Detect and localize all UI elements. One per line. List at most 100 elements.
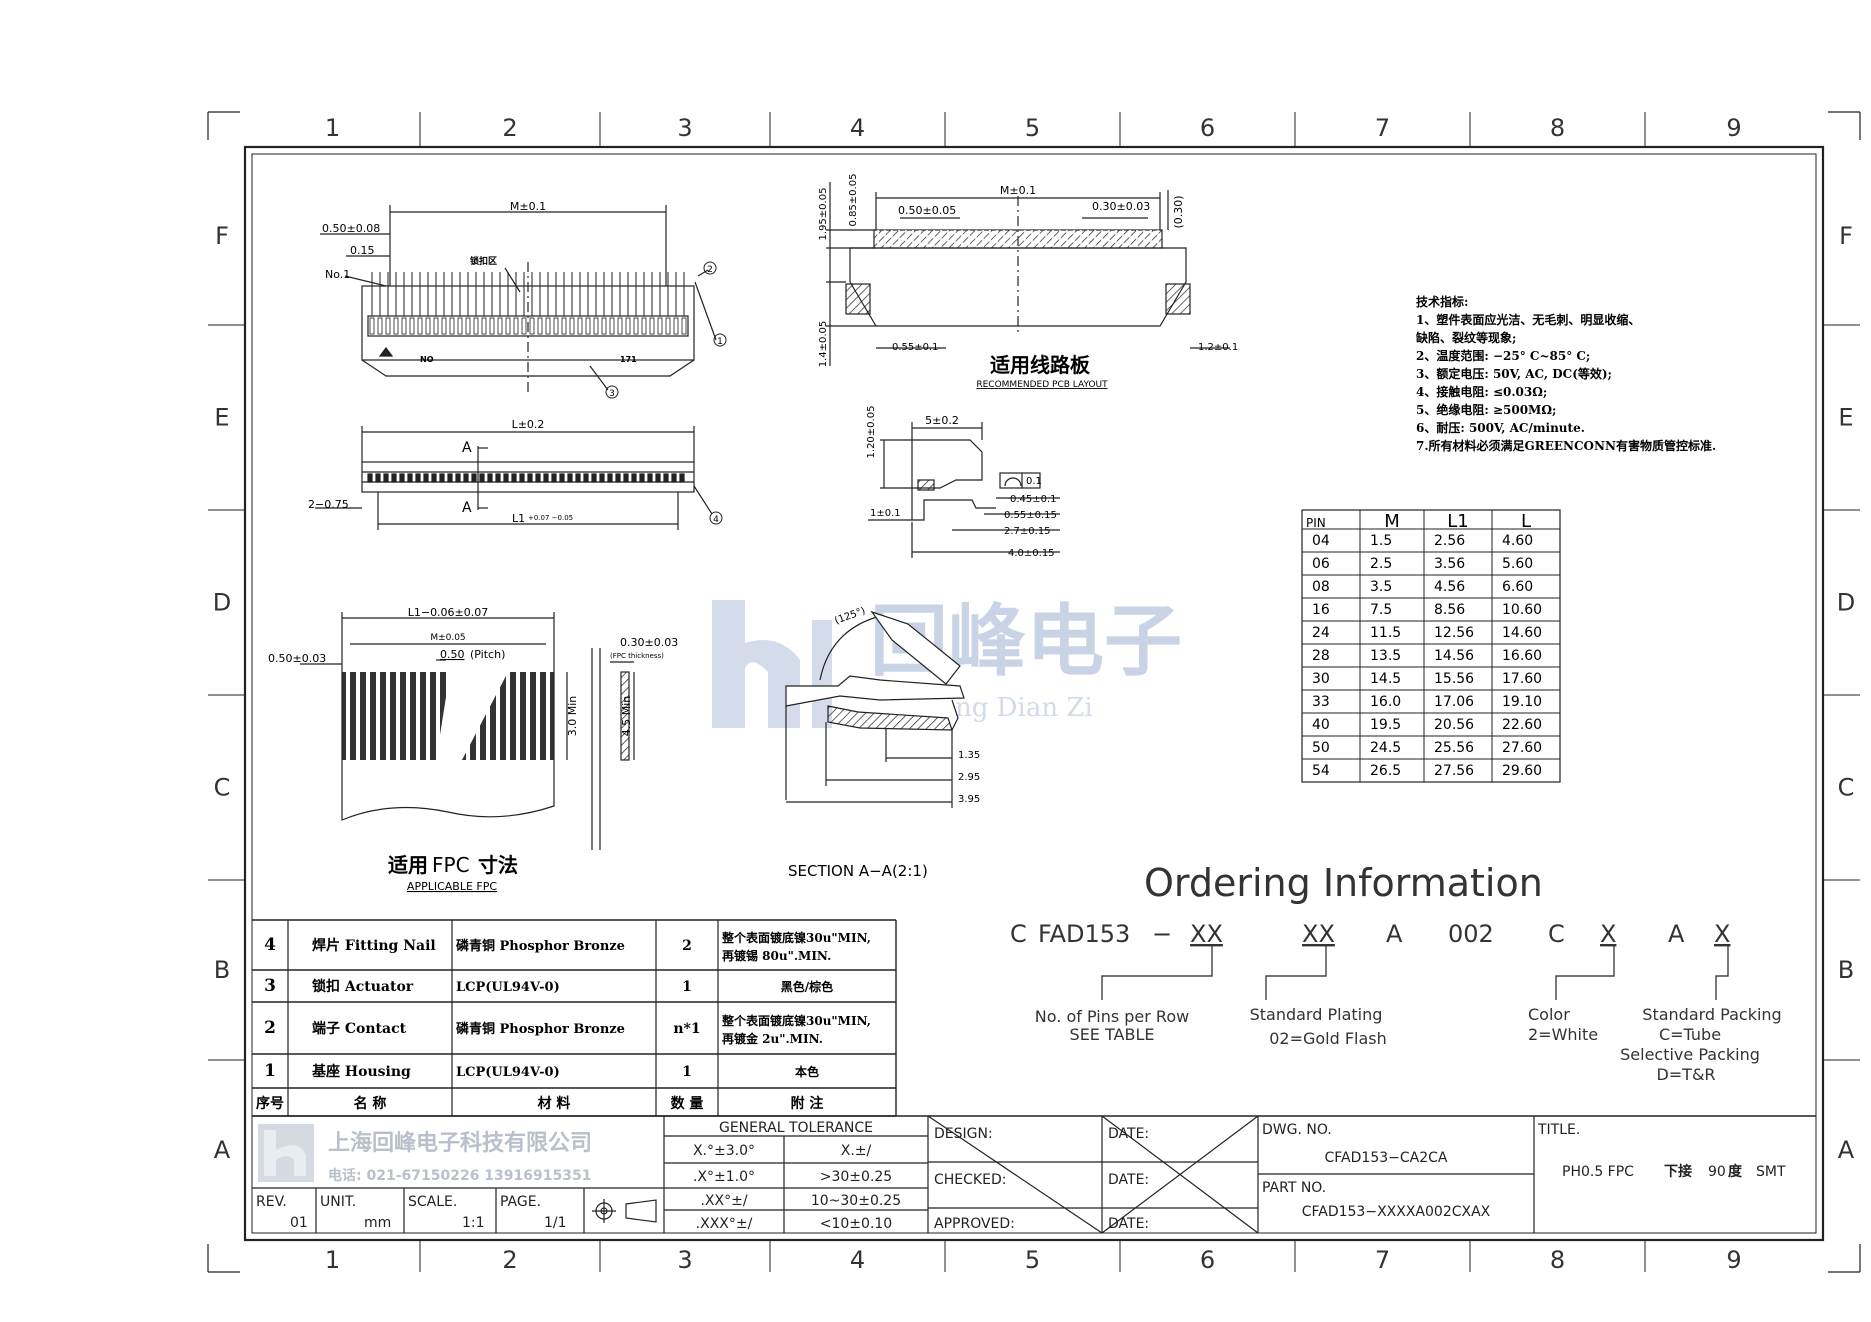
column-marker-bot-7: 7 (1375, 1246, 1390, 1274)
fpc-dim-edge: 0.50±0.03 (268, 652, 326, 665)
column-marker-bot-5: 5 (1025, 1246, 1040, 1274)
pin-table-cell: 10.60 (1502, 602, 1542, 618)
order-code-segment: A (1386, 920, 1403, 948)
title-block-text: 上海回峰电子科技有限公司 电话: 021-67150226 1391691535… (256, 1120, 1786, 1232)
svg-text:2: 2 (264, 1018, 276, 1038)
top-label-right: 171 (620, 355, 637, 364)
front-dim-075: 2−0.75 (308, 498, 349, 511)
column-marker-bot-3: 3 (677, 1246, 692, 1274)
approved-label: APPROVED: (934, 1216, 1015, 1232)
pin-table-cell: 04 (1312, 533, 1330, 549)
connector-top-view (320, 205, 717, 392)
tolerance-angle: .X°±1.0° (693, 1169, 755, 1185)
section-angle: (125°) (833, 606, 867, 627)
svg-text:黑色/棕色: 黑色/棕色 (781, 979, 833, 994)
order-code-segment: C (1010, 920, 1027, 948)
pin-table-cell: 19.10 (1502, 694, 1542, 710)
svg-text:3: 3 (264, 976, 276, 996)
svg-text:焊片 Fitting Nail: 焊片 Fitting Nail (312, 937, 436, 954)
column-marker-top-1: 1 (325, 114, 340, 142)
front-a-top: A (462, 440, 472, 456)
row-marker-left-D: D (213, 589, 231, 617)
order-code-segment: X (1600, 920, 1616, 948)
svg-text:1: 1 (264, 1061, 276, 1081)
pcb-dim-12: 1.2±0.1 (1198, 342, 1238, 353)
order-code-segment: XX (1190, 920, 1223, 948)
pcb-dim-m: M±0.1 (1000, 184, 1036, 197)
pcb-title-en: RECOMMENDED PCB LAYOUT (976, 380, 1108, 390)
column-marker-bot-6: 6 (1200, 1246, 1215, 1274)
dwg-no-label: DWG. NO. (1262, 1122, 1332, 1138)
svg-text:再镀金 2u".MIN.: 再镀金 2u".MIN. (722, 1031, 823, 1046)
front-view-labels: L±0.2 A A 2−0.75 L1 +0.07 −0.05 4 (308, 418, 723, 525)
order-code-segment: 002 (1448, 920, 1494, 948)
pcb-title-cn: 适用线路板 (990, 353, 1091, 377)
order-code-segment: A (1668, 920, 1685, 948)
order-desc-plating-2: 02=Gold Flash (1269, 1029, 1387, 1048)
pin-table-cell: 06 (1312, 556, 1330, 572)
pin-table-cell: 08 (1312, 579, 1330, 595)
row-marker-right-E: E (1838, 404, 1853, 432)
top-label-left: NO (420, 355, 434, 364)
pin-table-header: L (1521, 511, 1531, 532)
column-marker-bot-4: 4 (850, 1246, 865, 1274)
top-view-labels: M±0.1 0.50±0.08 0.15 No.1 锁扣区 NO 171 2 1… (322, 200, 727, 399)
top-dim-m: M±0.1 (510, 200, 546, 213)
order-code-segment: XX (1302, 920, 1335, 948)
pin-table-cell: 13.5 (1370, 648, 1401, 664)
top-no1-label: No.1 (325, 268, 350, 281)
spec-line: 缺陷、裂纹等现象; (1416, 330, 1516, 345)
pin-table-cell: 11.5 (1370, 625, 1401, 641)
svg-text:整个表面镀底镍30u"MIN,: 整个表面镀底镍30u"MIN, (721, 1013, 871, 1028)
fpc-dim-m: M±0.05 (430, 633, 465, 643)
approved-date-label: DATE: (1108, 1216, 1149, 1232)
section-dim-295: 2.95 (958, 772, 980, 783)
svg-text:本色: 本色 (795, 1064, 819, 1079)
bom-header: 序号名 称材 料数 量附 注 (256, 1095, 823, 1112)
pcb-dim-030b: (0.30) (1172, 195, 1185, 228)
svg-text:序号: 序号 (256, 1095, 284, 1112)
pcb-layout (826, 182, 1230, 366)
row-marker-right-F: F (1839, 222, 1853, 250)
svg-text:下接: 下接 (1664, 1163, 1692, 1180)
design-label: DESIGN: (934, 1126, 993, 1142)
order-code-segment: X (1714, 920, 1730, 948)
connector-side-view (868, 422, 1060, 558)
side-flatness: 0.1 (1026, 476, 1042, 487)
column-marker-top-9: 9 (1726, 114, 1741, 142)
pin-table-cell: 24 (1312, 625, 1330, 641)
row-marker-right-C: C (1838, 774, 1855, 802)
side-dim-045: 0.45±0.1 (1010, 494, 1057, 505)
checked-label: CHECKED: (934, 1172, 1006, 1188)
order-code-segment: C (1548, 920, 1565, 948)
order-desc-pack-4: D=T&R (1656, 1065, 1715, 1084)
side-dim-40: 4.0±0.15 (1008, 548, 1055, 559)
column-marker-top-5: 5 (1025, 114, 1040, 142)
company-name: 上海回峰电子科技有限公司 (328, 1130, 592, 1156)
pin-table-cell: 14.5 (1370, 671, 1401, 687)
tolerance-linear: X.±/ (841, 1143, 872, 1159)
pin-table-cell: 27.56 (1434, 763, 1474, 779)
svg-text:90: 90 (1708, 1164, 1726, 1180)
pin-table-cell: 16 (1312, 602, 1330, 618)
order-desc-pack-2: C=Tube (1659, 1025, 1721, 1044)
tolerance-linear: 10~30±0.25 (811, 1193, 901, 1209)
pin-table-cell: 27.60 (1502, 740, 1542, 756)
svg-text:端子 Contact: 端子 Contact (312, 1020, 407, 1037)
callout-2: 2 (703, 261, 717, 275)
row-marker-left-A: A (214, 1136, 231, 1164)
part-no-label: PART NO. (1262, 1180, 1326, 1196)
column-marker-bot-9: 9 (1726, 1246, 1741, 1274)
design-date-label: DATE: (1108, 1126, 1149, 1142)
section-title: SECTION A−A(2:1) (788, 862, 928, 880)
row-marker-left-F: F (215, 222, 229, 250)
fpc-title-en: APPLICABLE FPC (407, 880, 497, 893)
side-dim-27: 2.7±0.15 (1004, 526, 1051, 537)
svg-text:数 量: 数 量 (671, 1095, 704, 1112)
fpc-title-mid: FPC (432, 853, 470, 877)
